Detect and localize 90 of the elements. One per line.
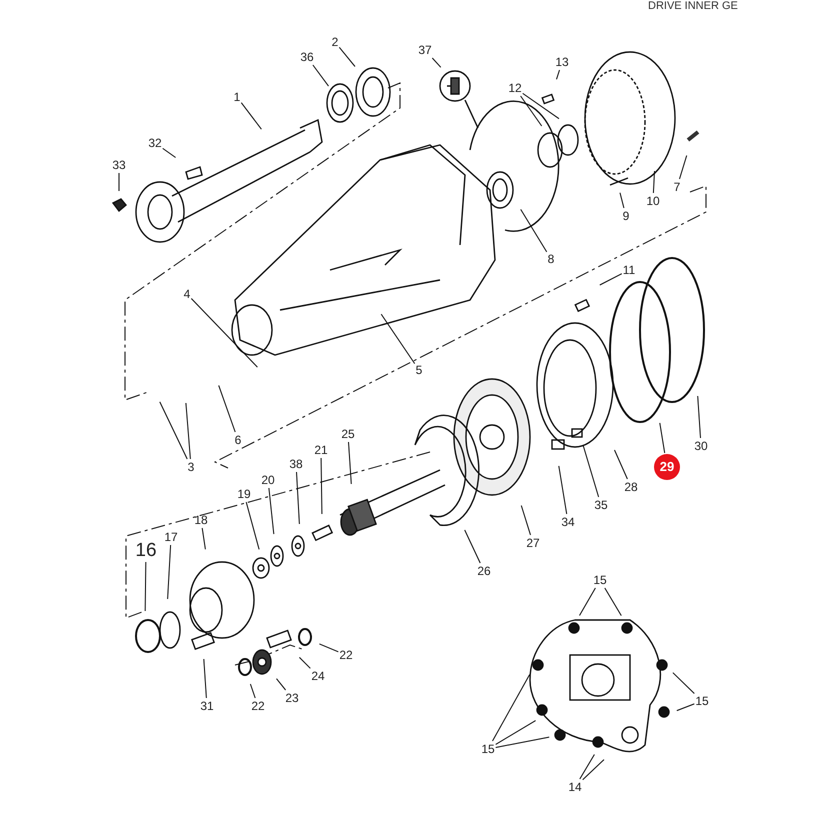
leader-line [672,672,695,694]
leader-line [338,46,356,67]
leader-line [520,208,548,252]
leader-line [620,192,624,208]
callout-number: 8 [548,252,554,266]
callout-number: 30 [694,439,708,453]
leader-line [240,102,262,130]
callout-number: 2 [332,35,338,49]
leader-line [558,465,568,514]
leader-line [697,396,701,438]
leader-line [268,488,274,535]
callout-number: 12 [508,81,522,95]
callout-number: 14 [568,780,582,794]
callout-number: 32 [148,136,162,150]
leader-line [659,422,666,454]
leader-line [159,401,188,460]
leader-line [144,562,146,612]
callout-number: 18 [194,513,208,527]
leader-line [203,658,207,698]
leader-line [579,588,596,616]
header-text: DRIVE INNER GE [648,0,738,12]
leader-line [556,70,560,80]
leader-line [652,170,655,194]
callout-number: 34 [561,515,575,529]
leader-line [162,148,176,158]
leader-line [296,472,300,524]
leader-line [320,458,322,514]
callout-number: 29 [654,454,680,480]
leader-line [246,502,260,550]
leader-line [312,64,329,87]
leader-line [432,58,442,68]
leader-line [520,505,531,536]
callout-number: 15 [481,742,495,756]
callout-number: 1 [234,90,240,104]
callout-number: 11 [622,263,636,277]
callout-number: 5 [416,363,422,377]
leader-line [185,402,191,460]
leader-line [318,643,339,652]
leader-line [492,674,530,742]
callout-number: 21 [314,443,328,457]
callout-number: 15 [695,694,709,708]
callout-number: 28 [624,480,638,494]
callout-number: 15 [593,573,607,587]
callout-number: 36 [300,50,314,64]
callout-number: 22 [251,699,265,713]
callout-number: 19 [237,487,251,501]
callout-number: 3 [188,460,194,474]
leader-line [582,445,600,498]
leader-line [380,314,416,364]
leader-line [520,96,542,126]
leader-line [250,684,256,698]
leader-line [495,736,550,748]
callout-number: 7 [674,180,680,194]
leader-line [614,450,628,480]
leader-line [218,384,236,432]
leader-line [522,92,560,120]
callout-number: 38 [289,457,303,471]
leader-line [579,754,595,780]
callout-number: 37 [418,43,432,57]
callout-number: 22 [339,648,353,662]
leader-line [202,528,206,550]
leader-line [190,298,258,368]
callout-number: 6 [234,433,242,447]
callout-number: 17 [164,530,178,544]
leader-line [604,588,622,616]
callout-number: 20 [261,473,275,487]
callout-number: 27 [526,536,540,550]
callout-number: 4 [184,287,190,301]
leader-line [298,656,311,669]
leader-line [464,530,481,564]
callout-number: 9 [622,209,630,223]
callout-number: 33 [112,158,126,172]
callout-number: 24 [311,669,325,683]
leader-line [599,273,622,286]
leader-line [495,720,536,745]
callout-number: 26 [477,564,491,578]
callout-number: 23 [285,691,299,705]
leader-line [167,544,172,600]
callout-number: 35 [594,498,608,512]
callout-number: 16 [135,541,157,561]
callout-number: 13 [555,55,569,69]
leader-line [679,155,688,180]
leader-line [276,678,286,690]
callout-number: 25 [341,427,355,441]
callout-number: 10 [646,194,660,208]
leader-line [676,703,695,712]
leader-line [582,759,604,780]
leader-line [118,172,120,192]
callout-number: 31 [200,699,214,713]
leader-line [348,442,352,484]
